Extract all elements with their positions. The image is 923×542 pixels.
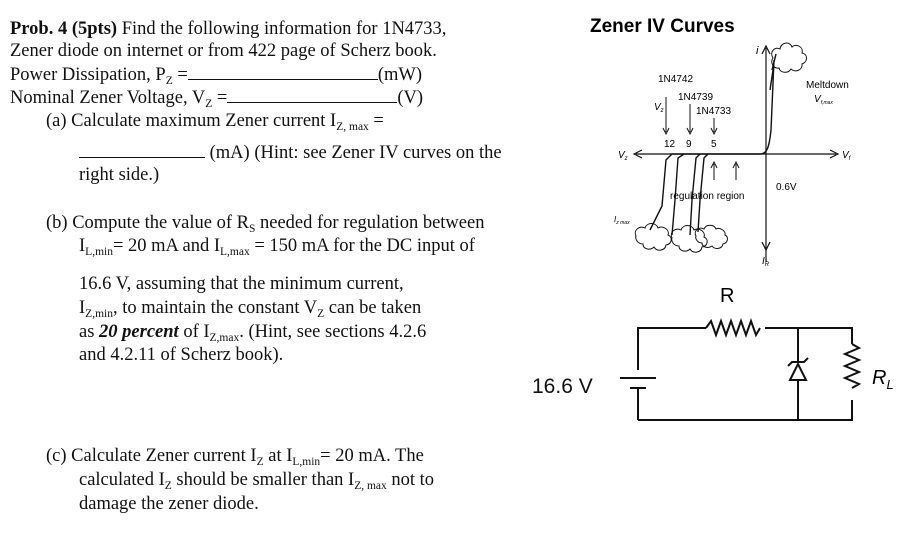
- load-resistor: [842, 343, 862, 389]
- part-b-line-5: as 20 percent of IZ,max. (Hint, see sect…: [79, 322, 427, 344]
- resistor-r: [705, 318, 761, 338]
- label-izmax: Iz max: [614, 215, 630, 226]
- label-9: 9: [686, 139, 692, 150]
- part-b-line-1: (b) Compute the value of RS needed for r…: [46, 213, 485, 235]
- label-12: 12: [664, 139, 676, 150]
- zener-iv-figure: Zener IV Curves 1N4742 1N4739 1N4733 Vz …: [590, 16, 852, 268]
- label-regulation-region: regulation region: [670, 191, 745, 202]
- label-i: i: [756, 45, 759, 57]
- power-dissipation-line: Power Dissipation, PZ =(mW): [10, 63, 422, 87]
- label-ir: IR: [762, 256, 770, 268]
- voltage-arrows: [662, 97, 740, 180]
- label-1n4733: 1N4733: [696, 106, 731, 117]
- problem-heading: Prob. 4 (5pts): [10, 19, 118, 39]
- resistor-label: R: [720, 285, 734, 307]
- zener-diode-symbol: [788, 361, 808, 381]
- label-vf: Vf: [842, 150, 852, 162]
- problem-text: Find the following information for 1N473…: [117, 19, 447, 39]
- part-c-line-3: damage the zener diode.: [79, 494, 259, 514]
- iv-curves: [649, 53, 777, 236]
- part-b-line-6: and 4.2.11 of Scherz book).: [79, 345, 284, 365]
- label-1n4739: 1N4739: [678, 92, 713, 103]
- part-c-line-1: (c) Calculate Zener current IZ at IL,min…: [46, 446, 424, 468]
- part-a-line-2: (mA) (Hint: see Zener IV curves on the: [79, 141, 502, 164]
- label-1n4742: 1N4742: [658, 74, 693, 85]
- current-blank: [79, 141, 205, 158]
- circuit-diagram: R RL: [620, 285, 894, 421]
- part-a-line-1: (a) Calculate maximum Zener current IZ, …: [46, 111, 384, 133]
- meltdown-clouds: [634, 42, 807, 253]
- part-b-line-4: IZ,min, to maintain the constant VZ can …: [79, 298, 422, 320]
- problem-line-1: Prob. 4 (5pts) Find the following inform…: [10, 18, 446, 40]
- label-vz-axis: Vz: [618, 150, 628, 162]
- voltage-blank: [227, 86, 398, 103]
- load-label: RL: [872, 367, 894, 392]
- emphasis-20-percent: 20 percent: [99, 322, 179, 342]
- part-a-line-3: right side.): [79, 165, 160, 185]
- problem-line-2: Zener diode on internet or from 422 page…: [10, 41, 437, 61]
- part-b-line-2: IL,min= 20 mA and IL,max = 150 mA for th…: [79, 236, 475, 258]
- label-meltdown: Meltdown: [806, 80, 849, 91]
- source-voltage-label: 16.6 V: [532, 375, 593, 398]
- label-5: 5: [711, 139, 717, 150]
- label-vfmax: Vf,max: [814, 94, 833, 106]
- part-c-line-2: calculated IZ should be smaller than IZ,…: [79, 470, 435, 492]
- nominal-voltage-line: Nominal Zener Voltage, VZ =(V): [10, 86, 424, 110]
- part-b-line-3: 16.6 V, assuming that the minimum curren…: [79, 274, 404, 294]
- figure-title: Zener IV Curves: [590, 16, 735, 37]
- label-vz-top: Vz: [654, 102, 664, 114]
- power-blank: [187, 63, 378, 80]
- label-0-6v: 0.6V: [776, 182, 797, 193]
- circuit-wires: [620, 318, 862, 421]
